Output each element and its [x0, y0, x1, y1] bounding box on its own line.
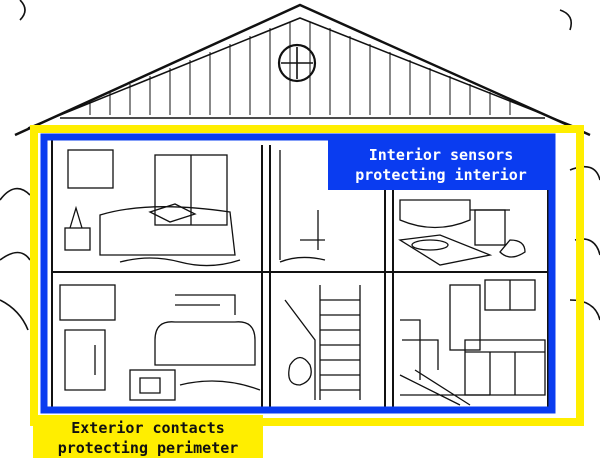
exterior-label-line2: protecting perimeter	[57, 439, 239, 457]
staircase	[284, 285, 361, 400]
bedroom	[64, 149, 241, 267]
bathroom	[398, 199, 526, 266]
exterior-label-line1: Exterior contacts	[71, 419, 225, 437]
roof	[14, 3, 591, 137]
exterior-perimeter-frame	[30, 125, 584, 426]
living-room	[59, 284, 261, 401]
round-window-icon	[277, 43, 317, 83]
interior-label-line1: Interior sensors	[368, 146, 514, 164]
exterior-contacts-label: Exterior contacts protecting perimeter	[33, 415, 263, 458]
interior-sensor-frame	[40, 133, 556, 414]
trees	[0, 0, 600, 331]
kitchen	[399, 279, 546, 406]
interior-label-line2: protecting interior	[355, 166, 527, 184]
stair-hall-upper	[279, 150, 326, 263]
interior-sensors-label: Interior sensors protecting interior	[328, 138, 554, 190]
